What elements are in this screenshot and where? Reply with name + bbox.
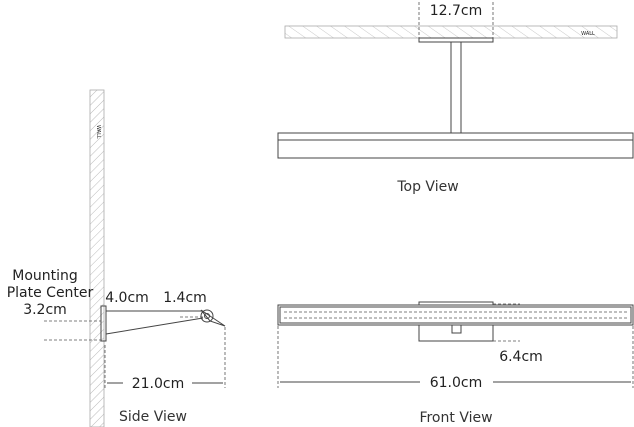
width-dim: 61.0cm	[430, 375, 483, 391]
side-view-title: Side View	[119, 409, 187, 425]
plate-height-dim: 6.4cm	[499, 349, 543, 365]
top-stem	[450, 41, 462, 134]
front-view-title: Front View	[419, 410, 492, 426]
projection-dim: 21.0cm	[132, 376, 185, 392]
side-view: WALL Mounting Plate Center 3.2cm 4.0cm 1…	[7, 89, 226, 427]
top-view-title: Top View	[396, 179, 458, 195]
pivot	[200, 309, 214, 323]
front-bar	[277, 304, 634, 326]
arm-depth-1: 4.0cm	[105, 290, 149, 306]
top-plate	[418, 37, 494, 43]
pivot-center	[204, 313, 210, 319]
top-wall	[284, 25, 618, 39]
top-wall-label: WALL	[581, 31, 595, 37]
front-bar-inner	[279, 306, 632, 324]
side-wall	[89, 89, 105, 427]
arm-bottom	[105, 317, 204, 335]
mounting-label-1: Mounting	[12, 268, 78, 284]
mounting-label-2: Plate Center	[7, 285, 94, 301]
mounting-value: 3.2cm	[23, 302, 67, 318]
front-stem	[451, 324, 462, 334]
mounting-plate	[100, 305, 107, 342]
side-wall-label: WALL	[95, 125, 101, 139]
top-view: WALL 12.7cm Top View	[277, 2, 634, 195]
plate-width-dim: 12.7cm	[430, 3, 483, 19]
front-view: 6.4cm 61.0cm Front View	[277, 301, 634, 426]
arm-depth-2: 1.4cm	[163, 290, 207, 306]
top-bar	[277, 132, 634, 159]
